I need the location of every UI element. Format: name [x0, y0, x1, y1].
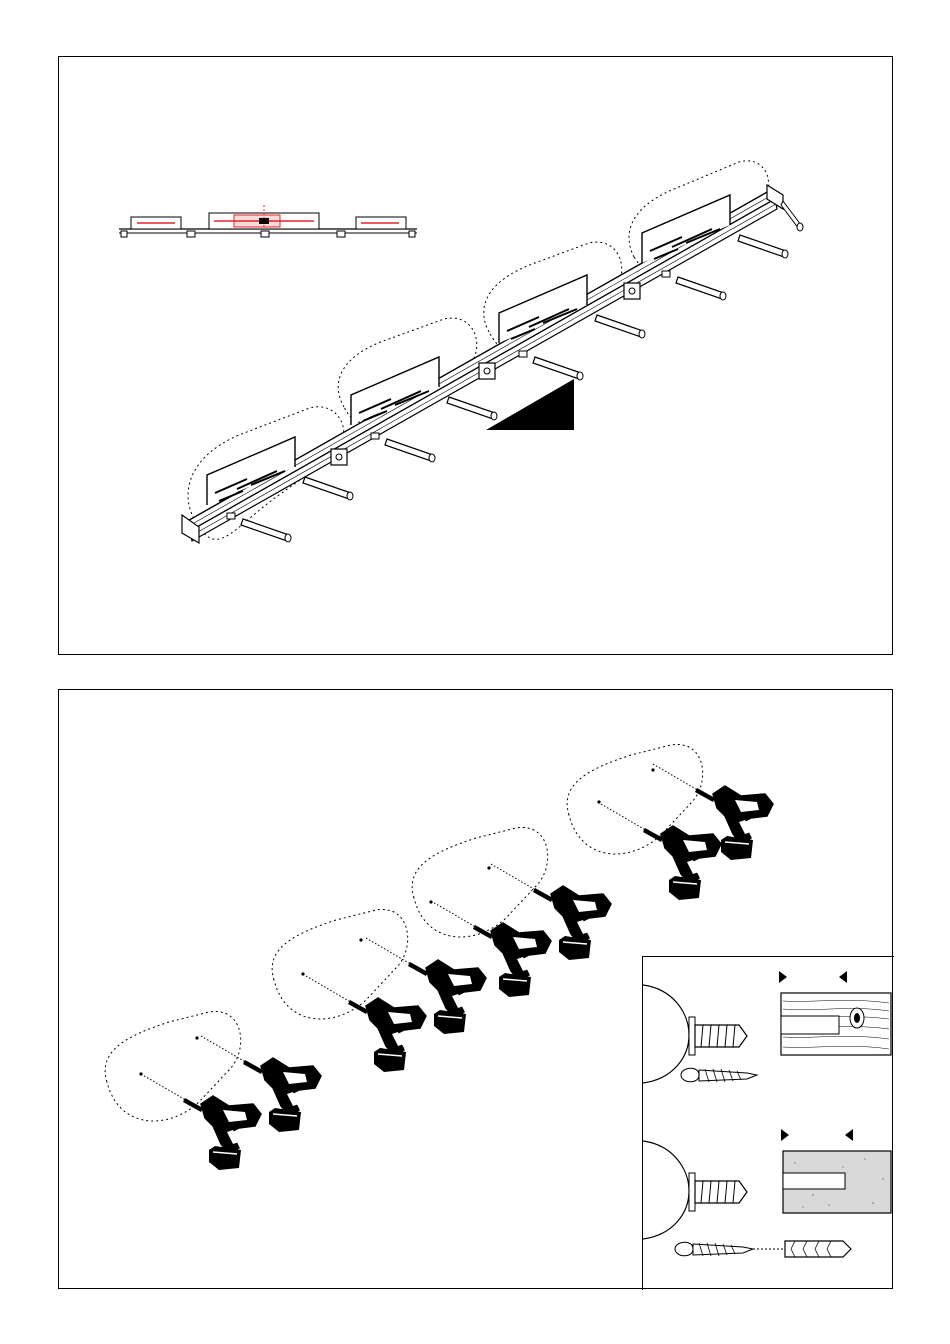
rail-assembly-diagram	[59, 57, 894, 656]
main-rail	[182, 185, 803, 543]
wall-wedge	[486, 379, 574, 430]
drill-1a	[141, 1074, 261, 1170]
rail-assembly-panel	[58, 56, 893, 655]
wall-anchor-diagram	[643, 957, 895, 1291]
drilling-panel	[58, 689, 893, 1289]
drill-4a	[601, 804, 721, 900]
drill-2a	[306, 976, 426, 1072]
concrete-wall-section	[643, 1129, 891, 1257]
reference-overview	[119, 205, 417, 237]
wall-type-inset	[642, 956, 894, 1290]
wood-wall-section	[643, 971, 891, 1083]
